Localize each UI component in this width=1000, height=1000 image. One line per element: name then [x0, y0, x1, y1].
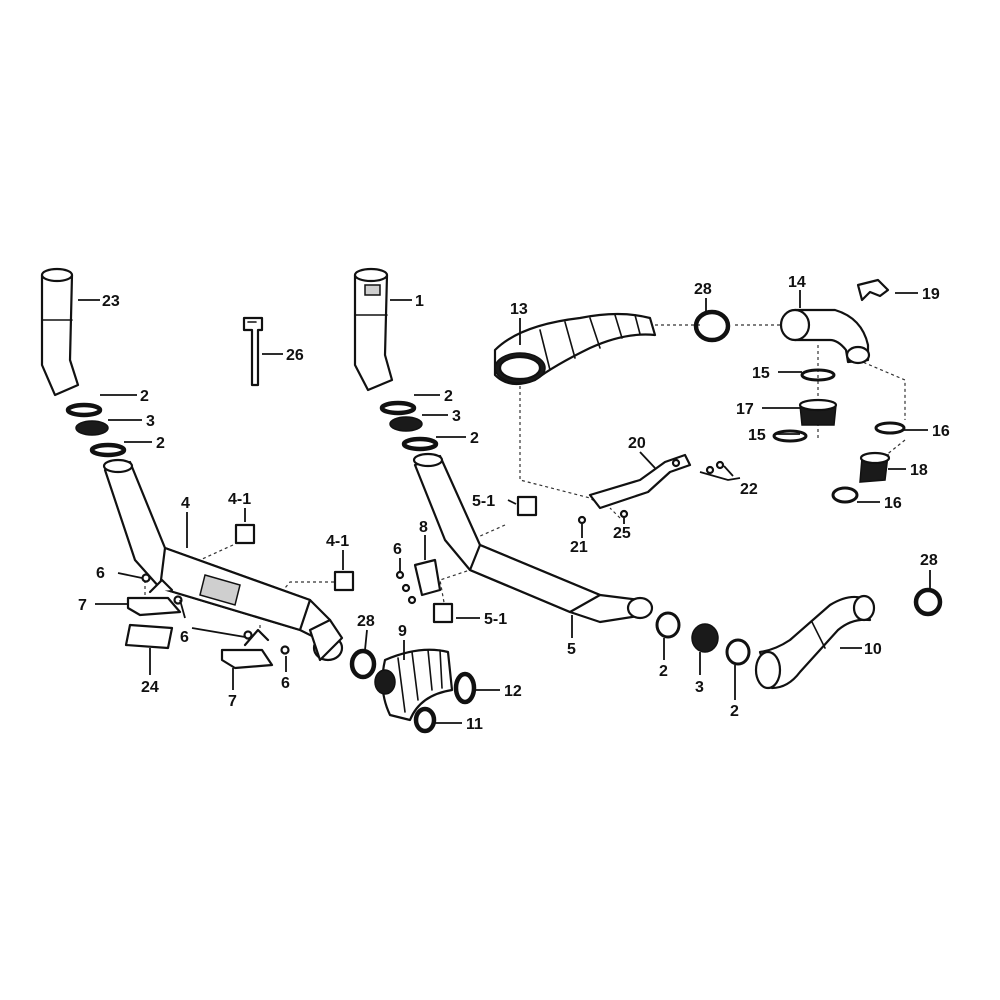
- bolts-6-right: [395, 570, 417, 605]
- callout-4-1: 4-1: [228, 491, 251, 508]
- callout-6: 6: [180, 629, 189, 646]
- callout-5: 5: [567, 641, 576, 658]
- callout-8: 8: [419, 519, 428, 536]
- callout-3: 3: [452, 408, 461, 425]
- part-15-seal-lower: [772, 429, 808, 443]
- part-28-clamp-right: [913, 587, 943, 617]
- leader-lines: [78, 290, 931, 724]
- part-17-coupler: [798, 398, 838, 426]
- callout-6: 6: [393, 541, 402, 558]
- callout-10: 10: [864, 641, 882, 658]
- callout-7: 7: [228, 693, 237, 710]
- callout-21: 21: [570, 539, 588, 556]
- callout-5-1: 5-1: [472, 493, 495, 510]
- callout-25: 25: [613, 525, 631, 542]
- callout-17: 17: [736, 401, 754, 418]
- callout-2: 2: [659, 663, 668, 680]
- part-28-clamp-upper: [693, 309, 731, 343]
- callout-15: 15: [752, 365, 770, 382]
- callout-2: 2: [470, 430, 479, 447]
- part-12-gasket: [453, 671, 477, 705]
- callout-18: 18: [910, 462, 928, 479]
- callout-26: 26: [286, 347, 304, 364]
- lower-seal-stack: [655, 611, 751, 666]
- part-16-seal-lower: [831, 486, 859, 504]
- part-18-elbow-coupler: [859, 451, 891, 483]
- callout-16: 16: [884, 495, 902, 512]
- callout-3: 3: [146, 413, 155, 430]
- callout-3: 3: [695, 679, 704, 696]
- callout-6: 6: [281, 675, 290, 692]
- callout-24: 24: [141, 679, 159, 696]
- callout-4: 4: [181, 495, 190, 512]
- callout-28: 28: [357, 613, 375, 630]
- callout-labels: 23 26 1 13 28 14 19 2 3 2 2 3 2 15 17 15…: [78, 274, 950, 733]
- part-20-support-arm: [588, 453, 692, 510]
- part-22-bolts: [705, 460, 725, 475]
- callout-12: 12: [504, 683, 522, 700]
- callout-7: 7: [78, 597, 87, 614]
- part-5-1-labels: [432, 495, 538, 624]
- part-19-bracket: [856, 278, 890, 302]
- part-1-exhaust-tip-right: [353, 267, 394, 392]
- part-14-elbow-pipe: [779, 308, 871, 365]
- callout-13: 13: [510, 301, 528, 318]
- callout-6: 6: [96, 565, 105, 582]
- callout-2: 2: [140, 388, 149, 405]
- part-10-tail-pipe: [754, 594, 876, 690]
- callout-2: 2: [730, 703, 739, 720]
- callout-5-1: 5-1: [484, 611, 507, 628]
- callout-15: 15: [748, 427, 766, 444]
- part-8-bracket: [413, 558, 442, 597]
- callout-23: 23: [102, 293, 120, 310]
- callout-1: 1: [415, 293, 424, 310]
- callout-2: 2: [156, 435, 165, 452]
- callout-28: 28: [920, 552, 938, 569]
- callout-16: 16: [932, 423, 950, 440]
- part-7-bracket-upper: [126, 578, 182, 617]
- part-7-bracket-lower: [220, 628, 274, 670]
- left-seal-stack: [65, 402, 127, 458]
- callout-19: 19: [922, 286, 940, 303]
- callout-2: 2: [444, 388, 453, 405]
- part-28-clamp-left: [349, 648, 377, 680]
- part-26-sensor-rod: [242, 316, 264, 387]
- part-9-flex-joint: [374, 648, 454, 722]
- callout-20: 20: [628, 435, 646, 452]
- part-21-bolt: [577, 515, 587, 525]
- callout-14: 14: [788, 274, 806, 291]
- part-5-exhaust-pipe-right: [412, 452, 654, 624]
- part-13-intake-hose: [493, 312, 657, 386]
- callout-28: 28: [694, 281, 712, 298]
- callout-22: 22: [740, 481, 758, 498]
- callout-9: 9: [398, 623, 407, 640]
- bolts-6: [141, 573, 290, 655]
- part-25-bolt: [619, 509, 629, 519]
- part-24-label-plate: [124, 623, 174, 650]
- part-15-seal-upper: [800, 368, 836, 382]
- callout-4-1: 4-1: [326, 533, 349, 550]
- callout-11: 11: [466, 716, 483, 733]
- part-23-exhaust-tip-left: [40, 267, 80, 397]
- right-seal-stack: [379, 400, 439, 452]
- part-11-gasket: [413, 706, 437, 734]
- part-16-seal-upper: [874, 421, 906, 435]
- part-4-1-labels: [234, 523, 355, 592]
